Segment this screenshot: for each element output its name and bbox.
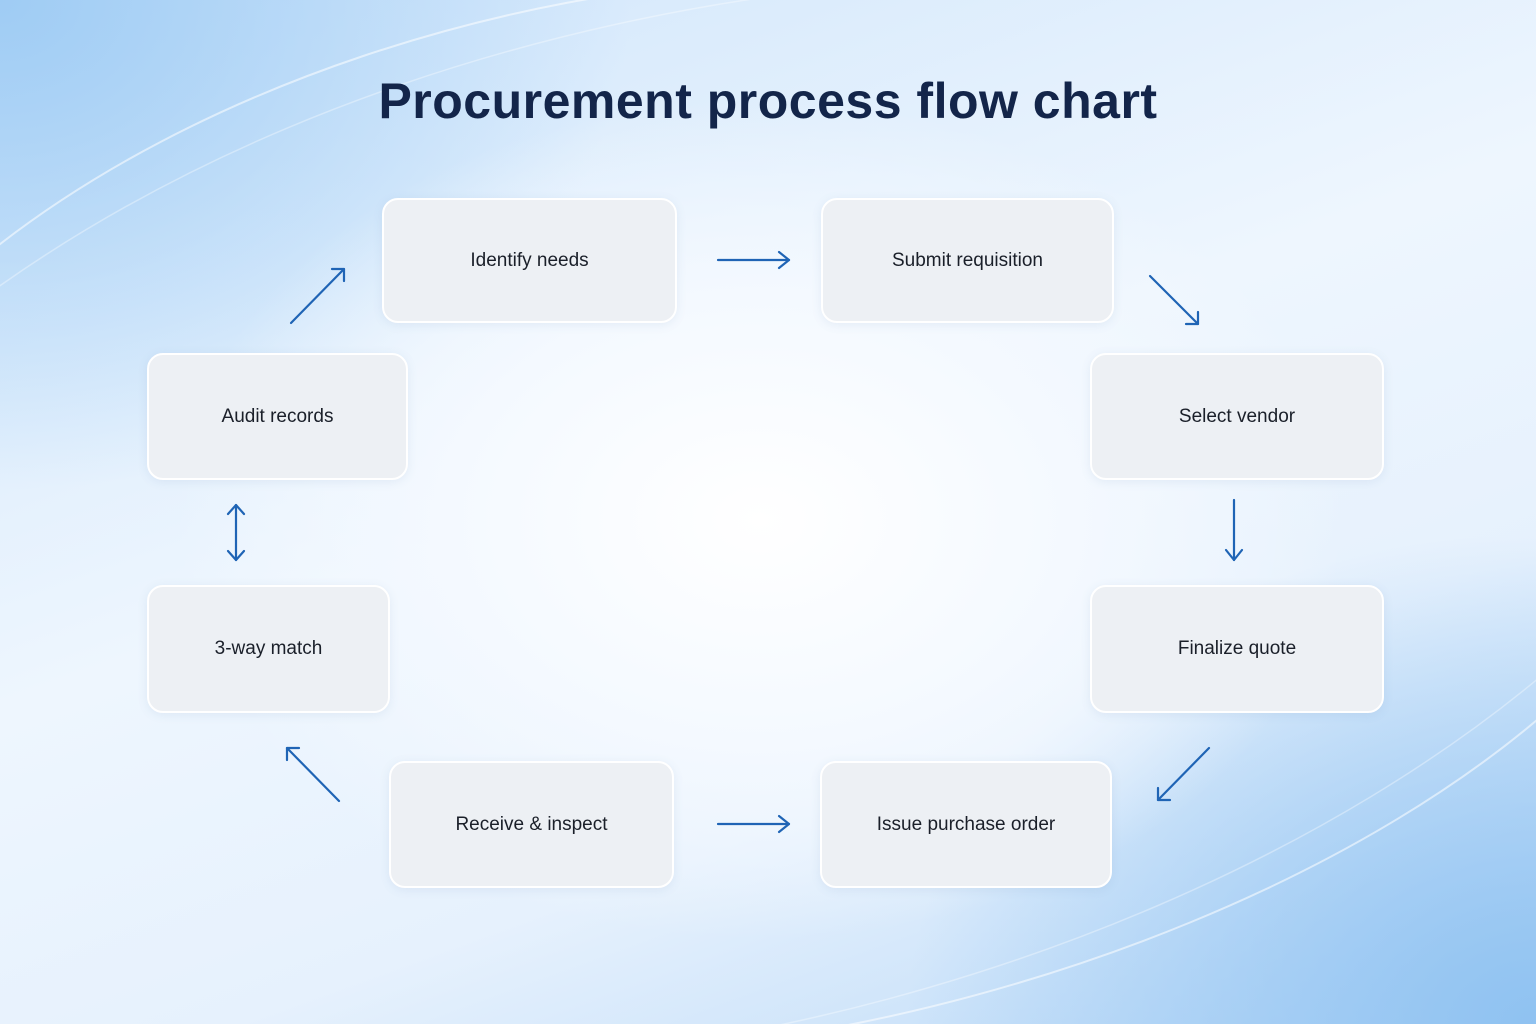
arrow-audit-to-identify (289, 267, 346, 325)
node-finalize-quote: Finalize quote (1090, 585, 1384, 713)
page-title: Procurement process flow chart (378, 73, 1158, 129)
node-label: Identify needs (470, 249, 589, 271)
node-select-vendor: Select vendor (1090, 353, 1384, 480)
node-label: Issue purchase order (876, 813, 1056, 835)
node-audit-records: Audit records (147, 353, 408, 480)
arrow-select-to-finalize (1224, 498, 1244, 562)
arrow-match-audit-bidirectional (226, 503, 246, 562)
node-label: Finalize quote (1177, 638, 1297, 659)
arrow-submit-to-select (1148, 274, 1200, 326)
node-receive-inspect: Receive & inspect (389, 761, 674, 888)
node-three-way-match: 3-way match (147, 585, 390, 713)
node-label: Audit records (221, 405, 334, 427)
arrow-receive-to-match (285, 746, 341, 803)
arrow-finalize-to-issue (1156, 746, 1211, 802)
arrow-receive-to-issue (716, 814, 791, 834)
node-submit-requisition: Submit requisition (821, 198, 1114, 323)
node-label: Receive & inspect (455, 813, 608, 835)
arrow-identify-to-submit (716, 250, 791, 270)
node-label: Submit requisition (891, 249, 1044, 271)
node-label: Select vendor (1178, 405, 1296, 427)
node-identify-needs: Identify needs (382, 198, 677, 323)
node-label: 3-way match (214, 638, 323, 659)
node-issue-purchase-order: Issue purchase order (820, 761, 1112, 888)
